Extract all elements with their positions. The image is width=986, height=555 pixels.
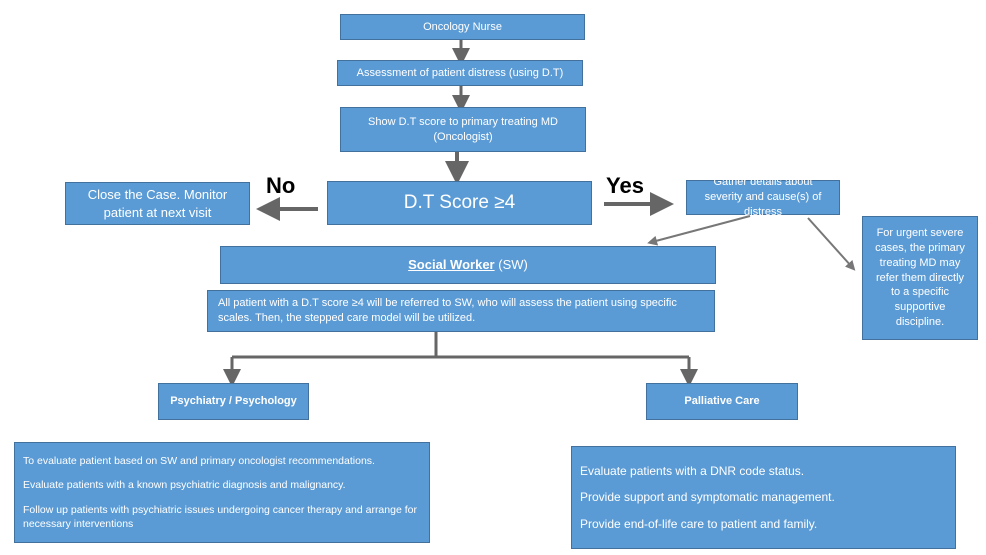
palliative-item: Evaluate patients with a DNR code status… [580,464,805,479]
psychiatry-details-box: To evaluate patient based on SW and prim… [14,442,430,543]
no-label: No [266,173,296,198]
sw-description-label: All patient with a D.T score ≥4 will be … [218,297,677,324]
palliative-box: Palliative Care [646,383,798,420]
social-worker-abbr: (SW) [498,257,528,273]
urgent-note-label: For urgent severe cases, the primary tre… [875,227,965,329]
dt-score-box: D.T Score ≥4 [327,181,592,225]
oncology-nurse-box: Oncology Nurse [340,14,585,40]
assessment-box: Assessment of patient distress (using D.… [337,60,583,86]
psychiatry-item: Evaluate patients with a known psychiatr… [23,479,346,492]
close-case-box: Close the Case. Monitor patient at next … [65,182,250,225]
psychiatry-item: Follow up patients with psychiatric issu… [23,503,417,530]
oncology-nurse-label: Oncology Nurse [423,20,502,33]
psychiatry-box: Psychiatry / Psychology [158,383,309,420]
arrow-gather-to-sw [647,215,751,246]
palliative-label: Palliative Care [684,395,760,408]
palliative-item: Provide support and symptomatic manageme… [580,490,835,505]
arrow-gather-to-urgent [807,217,856,271]
sw-description-box: All patient with a D.T score ≥4 will be … [207,290,715,332]
social-worker-title: Social Worker [408,257,495,273]
close-case-label: Close the Case. Monitor patient at next … [87,186,228,220]
assessment-label: Assessment of patient distress (using D.… [356,66,564,79]
show-score-label: Show D.T score to primary treating MD (O… [368,115,558,143]
dt-score-label: D.T Score ≥4 [403,192,516,214]
palliative-details-box: Evaluate patients with a DNR code status… [571,446,956,549]
yes-label: Yes [606,173,644,198]
gather-details-box: Gather details about severity and cause(… [686,176,840,218]
gather-details-label: Gather details about severity and cause(… [704,176,822,218]
psychiatry-label: Psychiatry / Psychology [170,395,297,408]
show-score-box: Show D.T score to primary treating MD (O… [340,107,586,152]
psychiatry-item: To evaluate patient based on SW and prim… [23,455,375,468]
urgent-note-box: For urgent severe cases, the primary tre… [862,216,978,340]
palliative-item: Provide end-of-life care to patient and … [580,516,818,531]
social-worker-box: Social Worker (SW) [220,246,716,284]
